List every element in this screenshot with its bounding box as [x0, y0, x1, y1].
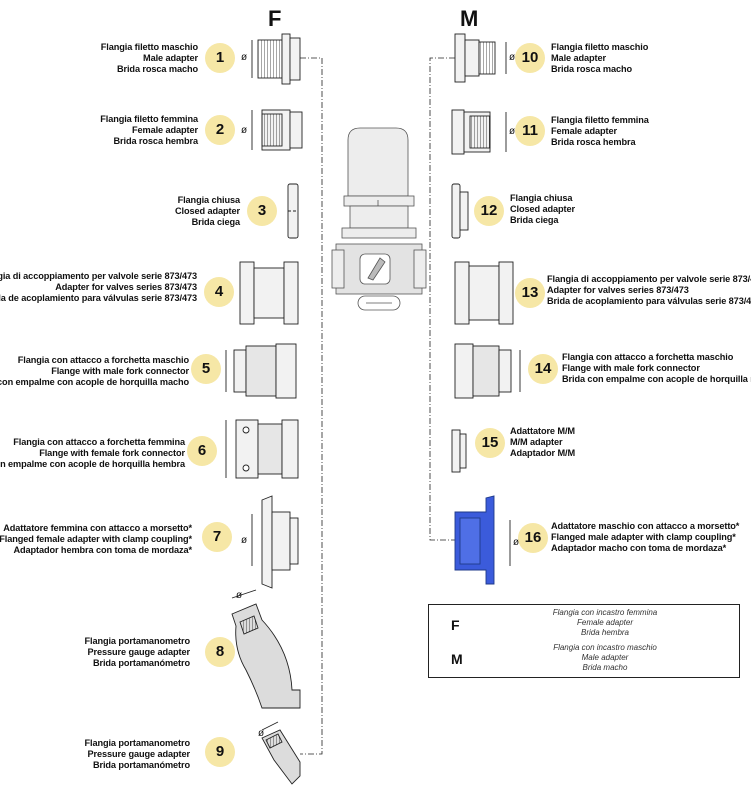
diameter-symbol: ø: [241, 52, 248, 63]
item-number-badge-16: 16: [518, 523, 548, 553]
item-number-badge-12: 12: [474, 196, 504, 226]
item-number-badge-11: 11: [515, 116, 545, 146]
part-drawing-10: [454, 33, 507, 83]
central-valve-drawing: [331, 127, 427, 311]
male-connection-line: [429, 57, 455, 541]
item-number-badge-15: 15: [475, 428, 505, 458]
item-number-badge-5: 5: [191, 354, 221, 384]
item-label-13: Flangia di accoppiamento per valvole ser…: [547, 274, 751, 306]
part-drawing-1: [251, 33, 301, 85]
diameter-symbol: ø: [509, 52, 516, 63]
item-number-badge-1: 1: [205, 43, 235, 73]
part-drawing-3: [287, 183, 299, 239]
item-number-badge-3: 3: [247, 196, 277, 226]
part-drawing-2: [251, 109, 303, 151]
item-number-badge-2: 2: [205, 115, 235, 145]
item-number-badge-7: 7: [202, 522, 232, 552]
legend-letter-f: F: [451, 617, 460, 633]
item-number-badge-13: 13: [515, 278, 545, 308]
item-number-badge-9: 9: [205, 737, 235, 767]
female-connection-line: [300, 57, 323, 755]
column-header-male: M: [460, 6, 479, 31]
item-label-4: Flangia di accoppiamento per valvole ser…: [0, 271, 197, 303]
item-number-badge-8: 8: [205, 637, 235, 667]
part-drawing-9: [261, 721, 301, 785]
part-drawing-14: [454, 343, 521, 399]
part-drawing-8: [231, 589, 301, 709]
column-header-female: F: [268, 6, 282, 31]
item-number-badge-14: 14: [528, 354, 558, 384]
diameter-symbol: ø: [236, 590, 243, 601]
item-number-badge-6: 6: [187, 436, 217, 466]
part-drawing-7: [251, 495, 299, 589]
part-drawing-5: [225, 343, 297, 399]
item-label-7: Adattatore femmina con attacco a morsett…: [0, 523, 192, 555]
part-drawing-12: [451, 183, 469, 239]
diameter-symbol: ø: [509, 126, 516, 137]
part-drawing-11: [451, 109, 507, 155]
diameter-symbol: ø: [241, 535, 248, 546]
diameter-symbol: ø: [241, 125, 248, 136]
part-drawing-4: [239, 261, 299, 325]
diameter-symbol: ø: [513, 537, 520, 548]
connection-lines: [300, 57, 455, 755]
item-number-badge-10: 10: [515, 43, 545, 73]
part-drawing-16: [454, 495, 511, 585]
item-number-badge-4: 4: [204, 277, 234, 307]
part-drawing-15: [451, 429, 467, 473]
part-drawing-6: [225, 419, 299, 479]
part-drawing-13: [454, 261, 514, 325]
item-label-16: Adattatore maschio con attacco a morsett…: [551, 521, 740, 553]
legend-letter-m: M: [451, 651, 463, 667]
diameter-symbol: ø: [258, 728, 265, 739]
